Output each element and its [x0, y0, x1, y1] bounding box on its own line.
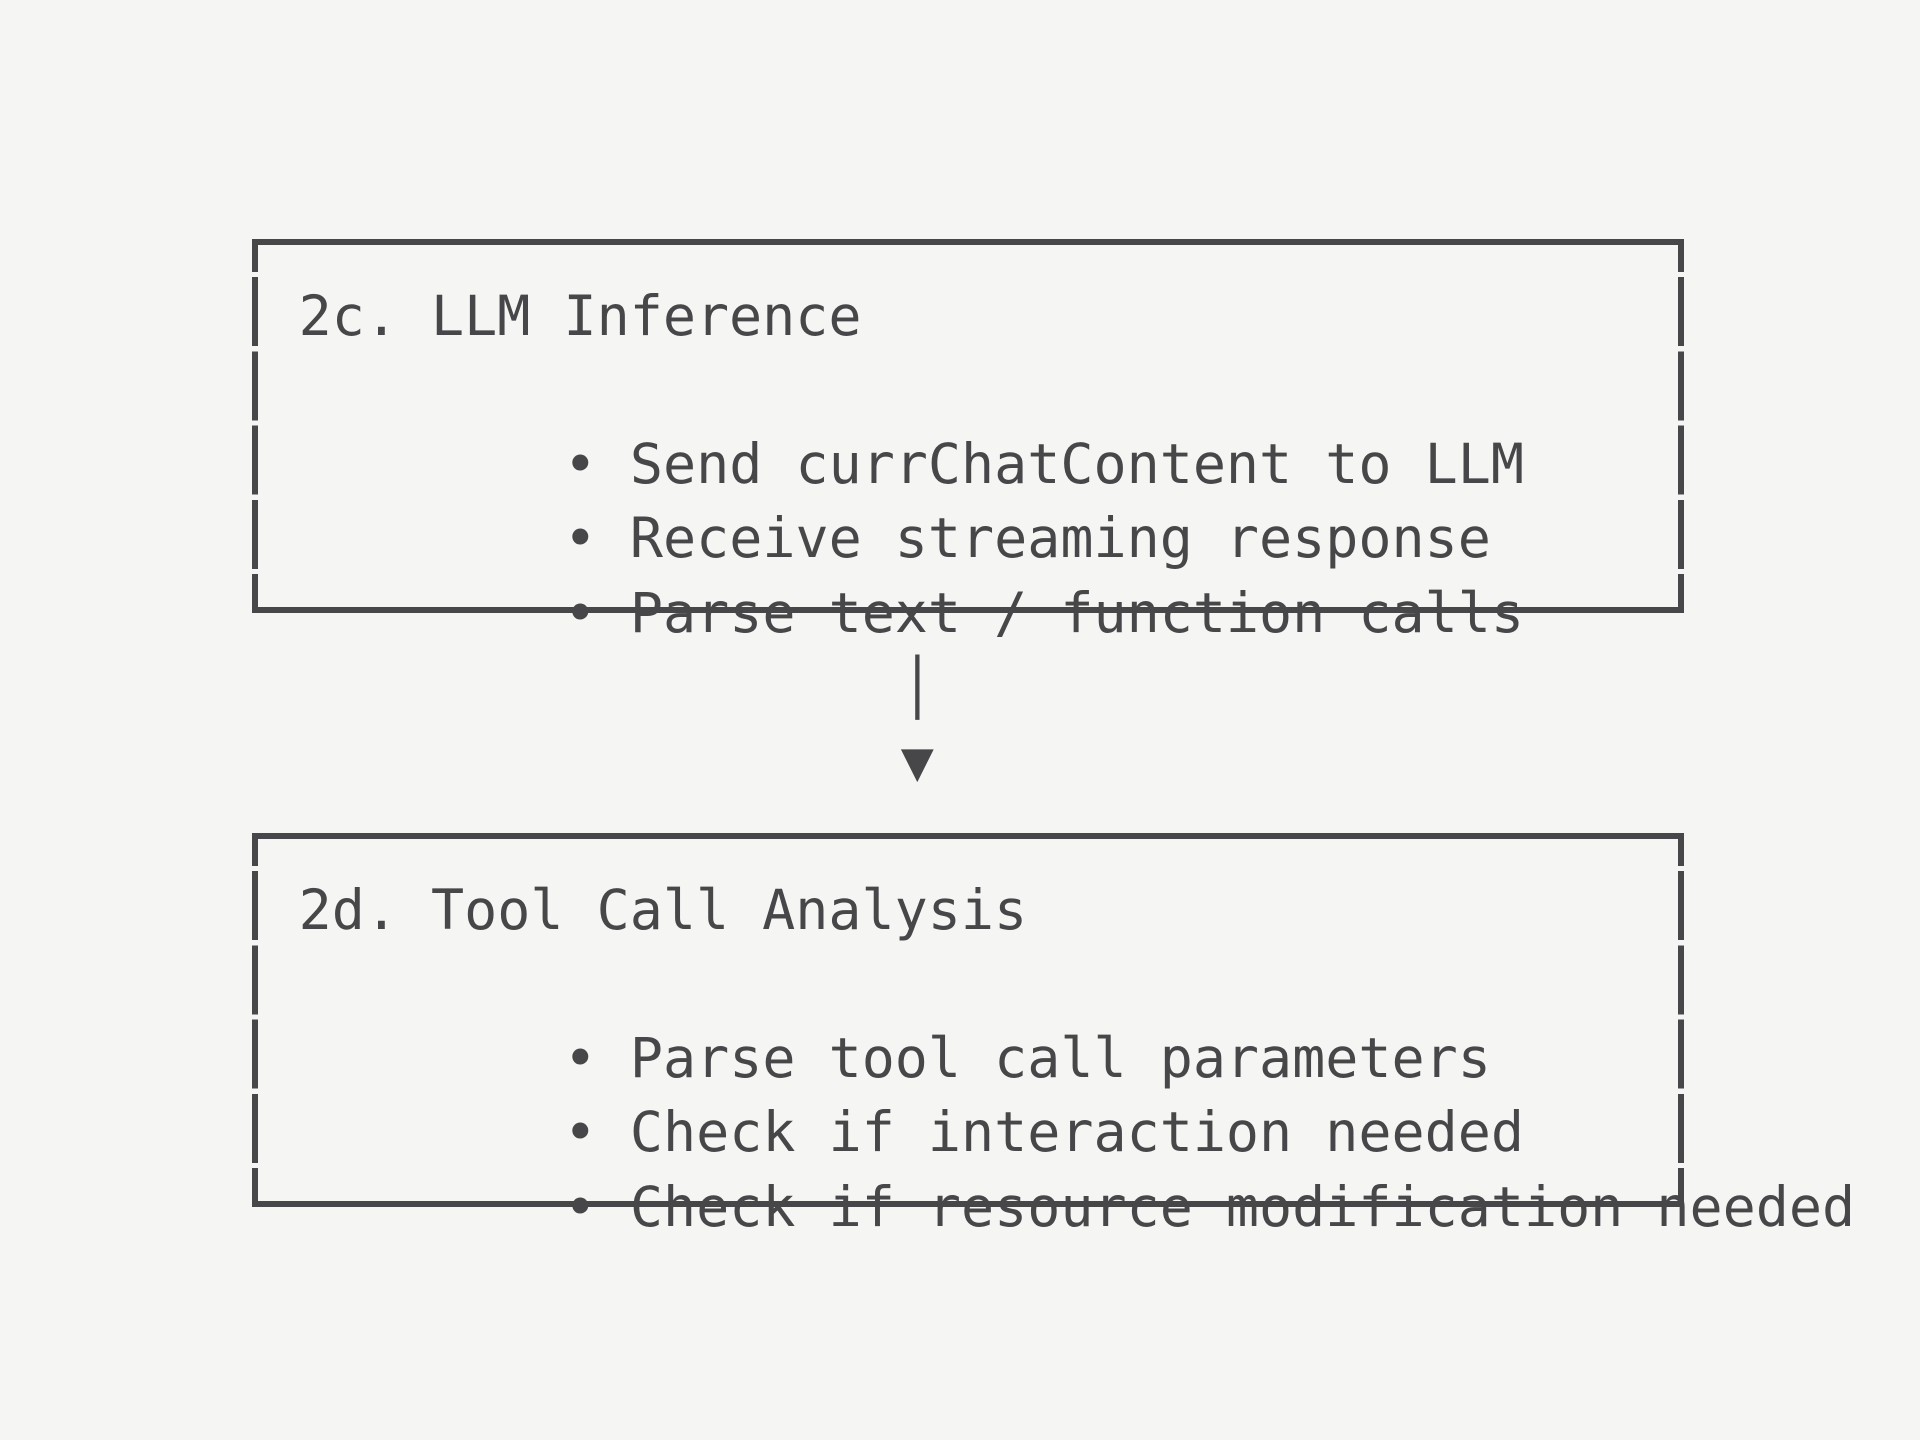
- bullet-icon: •: [563, 1026, 597, 1091]
- box-left-border: [252, 839, 258, 1201]
- list-item: • Check if resource modification needed: [365, 1095, 1855, 1239]
- list-item-text: Parse tool call parameters: [629, 1026, 1491, 1091]
- box-right-border: [1678, 839, 1684, 1201]
- bullet-icon: •: [563, 1174, 597, 1239]
- box-title-llm-inference: 2c. LLM Inference: [298, 283, 862, 348]
- box-left-border: [252, 245, 258, 607]
- arrowhead-down-icon: ▼: [900, 728, 934, 793]
- bullet-icon: •: [563, 1100, 597, 1165]
- list-item: • Check if interaction needed: [365, 1021, 1524, 1164]
- list-item-text: Check if interaction needed: [629, 1100, 1524, 1165]
- bullet-icon: •: [563, 580, 597, 645]
- list-item: • Send currChatContent to LLM: [365, 353, 1524, 496]
- list-item: • Parse text / function calls: [365, 501, 1524, 645]
- list-item-text: Check if resource modification needed: [629, 1174, 1856, 1239]
- list-item-text: Parse text / function calls: [629, 580, 1524, 645]
- flow-box-llm-inference: 2c. LLM Inference • Send currChatContent …: [252, 239, 1684, 645]
- flow-connector-arrow: │ ▼: [901, 650, 934, 798]
- arrow-shaft: │: [900, 654, 934, 719]
- list-item: • Parse tool call parameters: [365, 947, 1491, 1090]
- list-item-text: Send currChatContent to LLM: [629, 432, 1524, 497]
- list-item-text: Receive streaming response: [629, 506, 1491, 571]
- list-item: • Receive streaming response: [365, 427, 1491, 570]
- bullet-icon: •: [563, 506, 597, 571]
- flow-box-tool-call-analysis: 2d. Tool Call Analysis • Parse tool call …: [252, 833, 1855, 1239]
- box-title-tool-call-analysis: 2d. Tool Call Analysis: [298, 877, 1028, 942]
- box-right-border: [1678, 245, 1684, 607]
- bullet-icon: •: [563, 432, 597, 497]
